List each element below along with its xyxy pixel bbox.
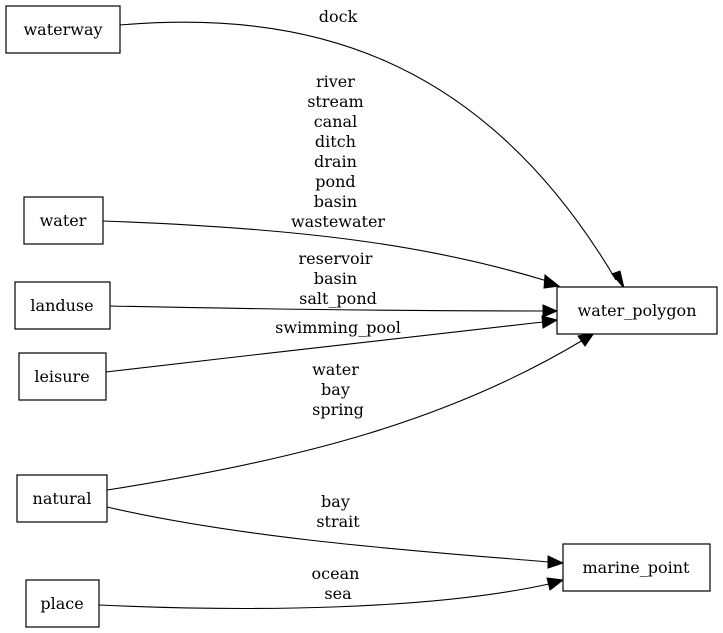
edge-leisure-water-polygon: swimming_pool <box>105 315 559 373</box>
edge-label: ocean sea <box>312 564 365 603</box>
edge-label: bay strait <box>316 492 360 531</box>
node-box <box>556 286 718 335</box>
edge-label: reservoir basin salt_pond <box>299 249 378 308</box>
node-marine-point[interactable]: marine_point <box>562 543 711 592</box>
edge-landuse-water-polygon: reservoir basin salt_pond <box>109 249 559 318</box>
node-box <box>562 543 711 592</box>
node-leisure[interactable]: leisure <box>18 352 107 401</box>
edge-line <box>106 506 550 563</box>
node-label: water <box>40 211 87 230</box>
node-label: marine_point <box>583 558 691 577</box>
edge-line <box>105 321 544 373</box>
edge-water-water-polygon: river stream canal ditch drain pond basi… <box>102 72 561 289</box>
arrowhead <box>542 304 559 318</box>
edge-natural-marine-point: bay strait <box>106 492 565 569</box>
node-label: water_polygon <box>578 301 697 320</box>
arrowhead <box>547 555 565 569</box>
edge-label: dock <box>319 7 358 26</box>
edge-place-marine-point: ocean sea <box>98 564 565 610</box>
node-box <box>25 579 100 628</box>
arrowhead <box>541 315 559 329</box>
arrowhead <box>611 270 625 289</box>
arrowhead <box>546 577 565 591</box>
node-label: natural <box>33 489 92 508</box>
edge-line <box>106 339 584 491</box>
arrowhead <box>543 274 561 289</box>
node-box <box>16 474 108 523</box>
edge-line <box>109 305 544 312</box>
node-label: landuse <box>30 296 93 315</box>
node-landuse[interactable]: landuse <box>14 281 111 330</box>
node-box <box>23 196 104 245</box>
node-water-polygon[interactable]: water_polygon <box>556 286 718 335</box>
node-water[interactable]: water <box>23 196 104 245</box>
node-waterway[interactable]: waterway <box>5 5 121 54</box>
node-label: place <box>40 594 83 613</box>
edge-label: water bay spring <box>312 360 364 419</box>
edge-natural-water-polygon: water bay spring <box>106 332 596 491</box>
edge-label: swimming_pool <box>275 318 401 337</box>
arrowhead <box>577 332 596 347</box>
node-box <box>5 5 121 54</box>
edge-line <box>102 220 548 282</box>
node-box <box>14 281 111 330</box>
edge-line <box>98 583 550 610</box>
node-box <box>18 352 107 401</box>
node-label: leisure <box>34 367 89 386</box>
edge-waterway-water-polygon: dock <box>119 7 625 289</box>
edge-line <box>119 21 617 281</box>
node-label: waterway <box>23 20 102 39</box>
node-place[interactable]: place <box>25 579 100 628</box>
edge-label: river stream canal ditch drain pond basi… <box>291 72 385 231</box>
node-natural[interactable]: natural <box>16 474 108 523</box>
